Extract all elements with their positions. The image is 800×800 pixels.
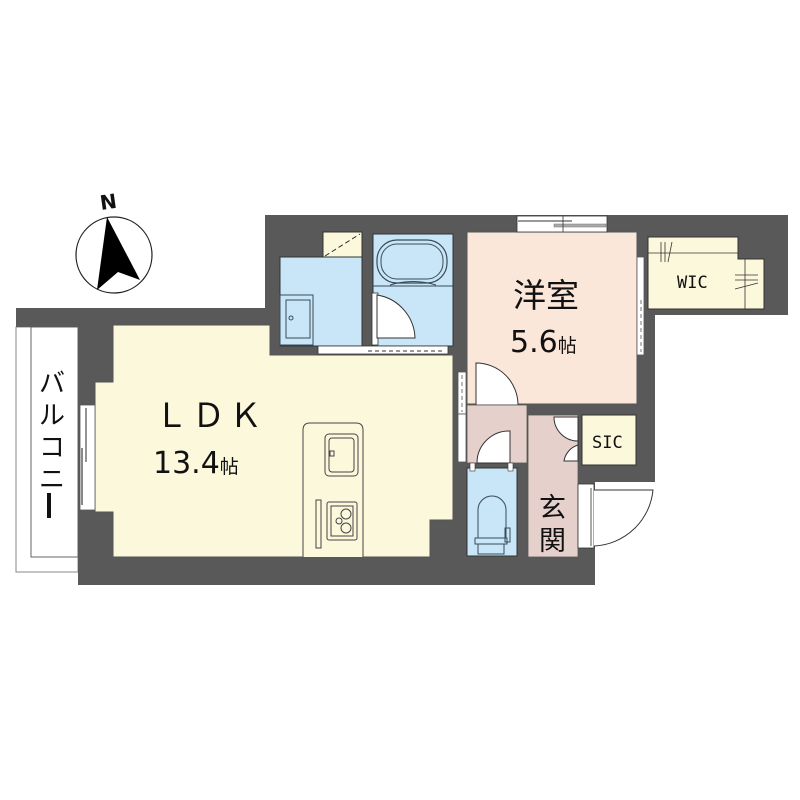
compass: N xyxy=(75,189,153,294)
svg-text:コ: コ xyxy=(39,433,65,463)
wic-sliding-door[interactable] xyxy=(636,256,645,356)
ldk-label: ＬＤＫ xyxy=(155,396,266,435)
room-sic xyxy=(581,414,637,466)
svg-text:ニ: ニ xyxy=(39,465,65,495)
entrance-label-bottom: 関 xyxy=(539,526,566,557)
north-arrow-icon xyxy=(97,217,140,290)
north-label: N xyxy=(98,189,118,215)
balcony-window[interactable] xyxy=(79,404,96,511)
bathtub-icon xyxy=(373,239,453,287)
room-wic xyxy=(647,236,765,310)
wic-label: WIC xyxy=(677,273,708,293)
entrance-label-top: 玄 xyxy=(539,493,566,524)
cabinet-diagonal xyxy=(324,233,361,257)
svg-text:ル: ル xyxy=(39,401,65,431)
compass-circle xyxy=(75,216,153,294)
hanger-pole-icon xyxy=(660,241,759,290)
western-room-window[interactable] xyxy=(516,215,608,233)
svg-text:バ: バ xyxy=(39,369,65,399)
stove-icon xyxy=(326,501,358,541)
toilet-door[interactable] xyxy=(476,430,511,464)
balcony-label: バ ル コ ニ xyxy=(39,369,65,518)
bathroom-door[interactable] xyxy=(371,292,416,346)
ldk-size: 13.4帖 xyxy=(153,446,239,481)
western-room-size: 5.6帖 xyxy=(510,325,577,360)
sink-icon xyxy=(324,433,359,477)
front-door[interactable] xyxy=(577,483,654,549)
balcony-inner xyxy=(30,326,79,558)
sic-door[interactable] xyxy=(553,416,579,462)
room-ldk xyxy=(94,324,454,558)
wash-sliding-door[interactable] xyxy=(317,345,449,355)
ldk-sliding-door[interactable] xyxy=(457,413,467,463)
western-room-label: 洋室 xyxy=(513,276,579,315)
toilet-icon xyxy=(474,495,511,555)
sic-label: SIC xyxy=(592,433,623,453)
kitchen-counter xyxy=(302,422,364,557)
